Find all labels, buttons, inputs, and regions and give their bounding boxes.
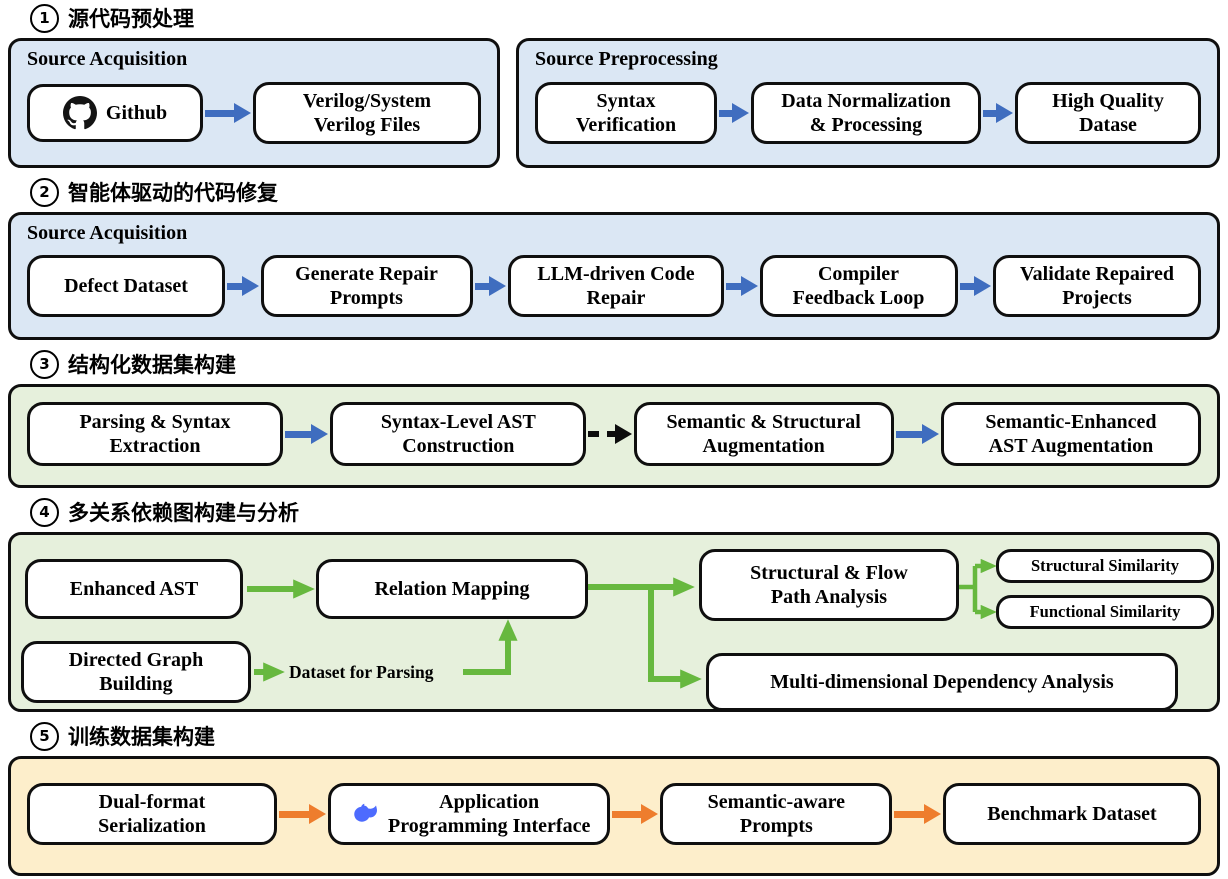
section4-title: 4 多关系依赖图构建与分析 — [30, 497, 1228, 527]
arrow-blue — [894, 424, 941, 444]
arrow-orange — [892, 804, 943, 824]
parsing-syntax-extraction-box: Parsing & Syntax Extraction — [27, 402, 283, 466]
high-quality-dataset-box: High Quality Datase — [1015, 81, 1201, 145]
source-preprocessing-panel: Source Preprocessing Syntax Verification… — [516, 38, 1220, 168]
arrow-blue — [958, 276, 994, 296]
structural-flow-analysis-box: Structural & Flow Path Analysis — [699, 549, 959, 621]
arrow-blue — [203, 103, 253, 123]
multidimensional-dependency-box: Multi-dimensional Dependency Analysis — [706, 653, 1178, 711]
section4-title-text: 多关系依赖图构建与分析 — [68, 501, 299, 525]
arrow-orange — [610, 804, 661, 824]
arrow-blue — [473, 276, 509, 296]
section1-title: 1 源代码预处理 — [30, 3, 1228, 33]
section3-title: 3 结构化数据集构建 — [30, 349, 1228, 379]
github-label: Github — [105, 101, 168, 124]
section1-number-badge: 1 — [30, 3, 59, 33]
deepseek-whale-icon — [347, 802, 379, 826]
source-acquisition-panel: Source Acquisition Github Verilog/System… — [8, 38, 500, 168]
github-box: Github — [27, 84, 203, 142]
section2-title: 2 智能体驱动的代码修复 — [30, 177, 1228, 207]
api-box: Application Programming Interface — [327, 782, 610, 846]
functional-similarity-box: Functional Similarity — [996, 595, 1214, 629]
semantic-aware-prompts-box: Semantic-aware Prompts — [660, 782, 893, 846]
source-acquisition-label: Source Acquisition — [27, 48, 188, 70]
syntax-verification-box: Syntax Verification — [535, 81, 717, 145]
arrow-dataset-to-relation — [463, 619, 518, 675]
directed-graph-building-box: Directed Graph Building — [21, 641, 251, 703]
generate-repair-prompts-box: Generate Repair Prompts — [260, 254, 473, 318]
code-repair-panel: Source Acquisition Defect Dataset Genera… — [8, 212, 1220, 340]
compiler-feedback-box: Compiler Feedback Loop — [759, 254, 958, 318]
source-preprocessing-label: Source Preprocessing — [535, 48, 718, 70]
validate-repaired-box: Validate Repaired Projects — [993, 254, 1201, 318]
arrow-orange — [277, 804, 328, 824]
section5-number-badge: 5 — [30, 721, 59, 751]
section5-title: 5 训练数据集构建 — [30, 721, 1228, 751]
verilog-files-box: Verilog/System Verilog Files — [253, 81, 481, 145]
section2-title-text: 智能体驱动的代码修复 — [68, 181, 278, 205]
arrow-relation-to-multidim — [648, 587, 702, 689]
enhanced-ast-box: Enhanced AST — [25, 559, 243, 619]
section1-panels: Source Acquisition Github Verilog/System… — [8, 38, 1220, 168]
section3-title-text: 结构化数据集构建 — [68, 353, 236, 377]
structural-similarity-box: Structural Similarity — [996, 549, 1214, 583]
arrow-blue — [225, 276, 261, 296]
github-icon — [62, 96, 97, 130]
section4-number-badge: 4 — [30, 497, 59, 527]
benchmark-dataset-box: Benchmark Dataset — [943, 783, 1202, 845]
dual-format-serialization-box: Dual-format Serialization — [27, 782, 277, 846]
api-label: Application Programming Interface — [388, 790, 591, 837]
semantic-structural-augmentation-box: Semantic & Structural Augmentation — [633, 402, 894, 466]
repair-panel-label: Source Acquisition — [27, 222, 188, 244]
section5-title-text: 训练数据集构建 — [68, 725, 215, 749]
dataset-for-parsing-label: Dataset for Parsing — [289, 661, 434, 682]
arrow-blue — [724, 276, 760, 296]
relation-mapping-box: Relation Mapping — [316, 559, 588, 619]
dependency-graph-panel: Enhanced AST Relation Mapping Structural… — [8, 532, 1220, 712]
semantic-enhanced-ast-box: Semantic-Enhanced AST Augmentation — [940, 402, 1201, 466]
training-dataset-panel: Dual-format Serialization Application Pr… — [8, 756, 1220, 876]
section1-title-text: 源代码预处理 — [68, 7, 194, 31]
data-normalization-box: Data Normalization & Processing — [751, 81, 981, 145]
section3-number-badge: 3 — [30, 349, 59, 379]
structured-dataset-panel: Parsing & Syntax Extraction Syntax-Level… — [8, 384, 1220, 488]
dashed-arrow — [586, 424, 633, 444]
section2-number-badge: 2 — [30, 177, 59, 207]
syntax-ast-construction-box: Syntax-Level AST Construction — [330, 402, 587, 466]
arrow-blue — [283, 424, 330, 444]
llm-code-repair-box: LLM-driven Code Repair — [508, 254, 724, 318]
arrow-blue — [981, 103, 1015, 123]
arrow-blue — [717, 103, 751, 123]
defect-dataset-box: Defect Dataset — [27, 255, 225, 317]
